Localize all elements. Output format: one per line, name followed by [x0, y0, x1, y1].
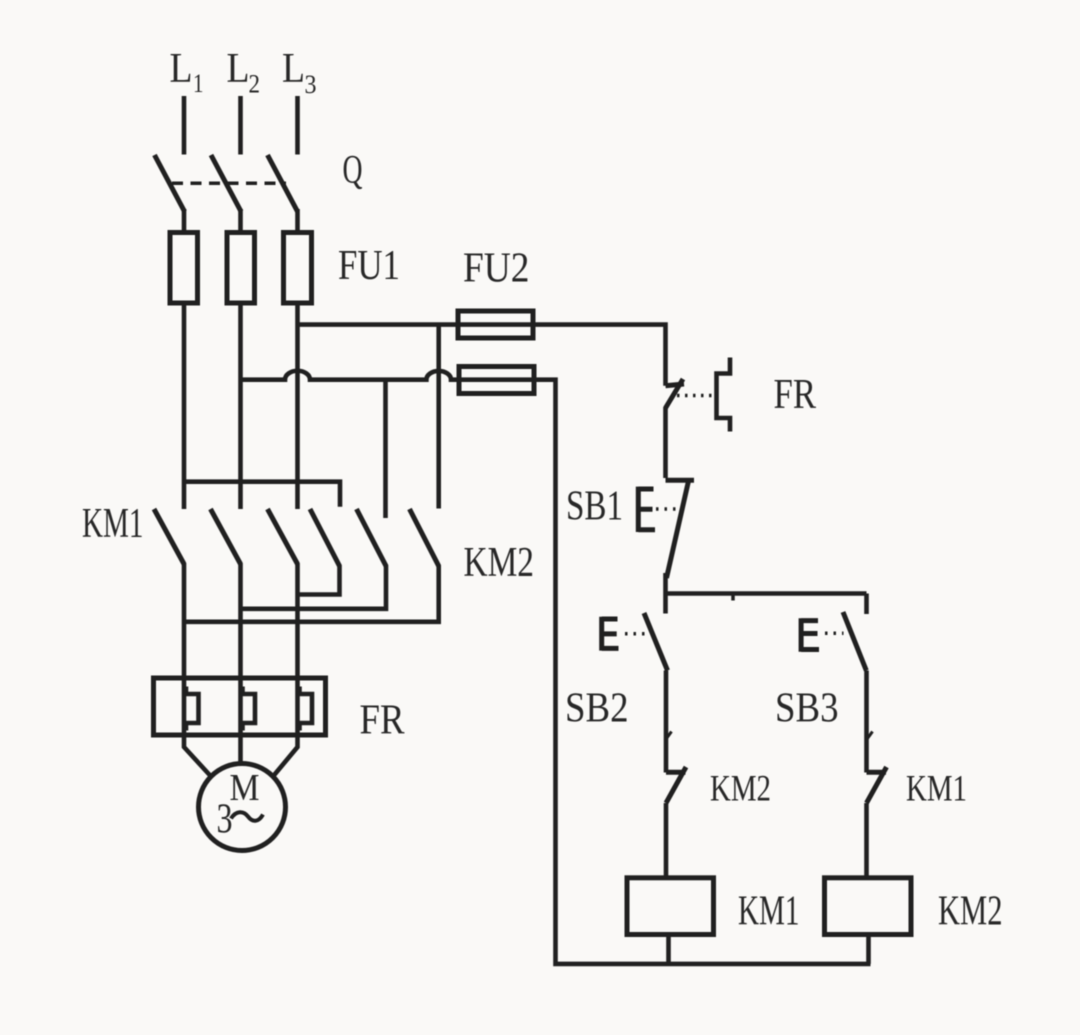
svg-text:FU2: FU2: [463, 246, 530, 292]
svg-text:L: L: [227, 46, 250, 92]
svg-text:SB3: SB3: [775, 686, 839, 732]
svg-text:FR: FR: [360, 698, 405, 744]
svg-text:KM2: KM2: [710, 769, 771, 810]
svg-text:Q: Q: [343, 147, 363, 192]
svg-text:KM1: KM1: [82, 501, 144, 547]
svg-text:FR: FR: [774, 372, 817, 418]
svg-text:KM1: KM1: [906, 769, 967, 810]
svg-text:1: 1: [193, 69, 204, 98]
svg-text:2: 2: [249, 70, 261, 99]
svg-text:KM2: KM2: [464, 540, 535, 586]
svg-text:KM2: KM2: [938, 889, 1003, 935]
svg-text:L: L: [282, 46, 305, 92]
svg-text:SB1: SB1: [566, 484, 623, 530]
svg-text:L: L: [170, 46, 193, 92]
svg-text:KM1: KM1: [738, 889, 800, 935]
svg-text:SB2: SB2: [565, 686, 629, 732]
svg-text:FU1: FU1: [338, 243, 400, 289]
svg-text:3: 3: [305, 70, 317, 99]
svg-text:M: M: [230, 767, 260, 809]
svg-text:3: 3: [217, 797, 233, 843]
